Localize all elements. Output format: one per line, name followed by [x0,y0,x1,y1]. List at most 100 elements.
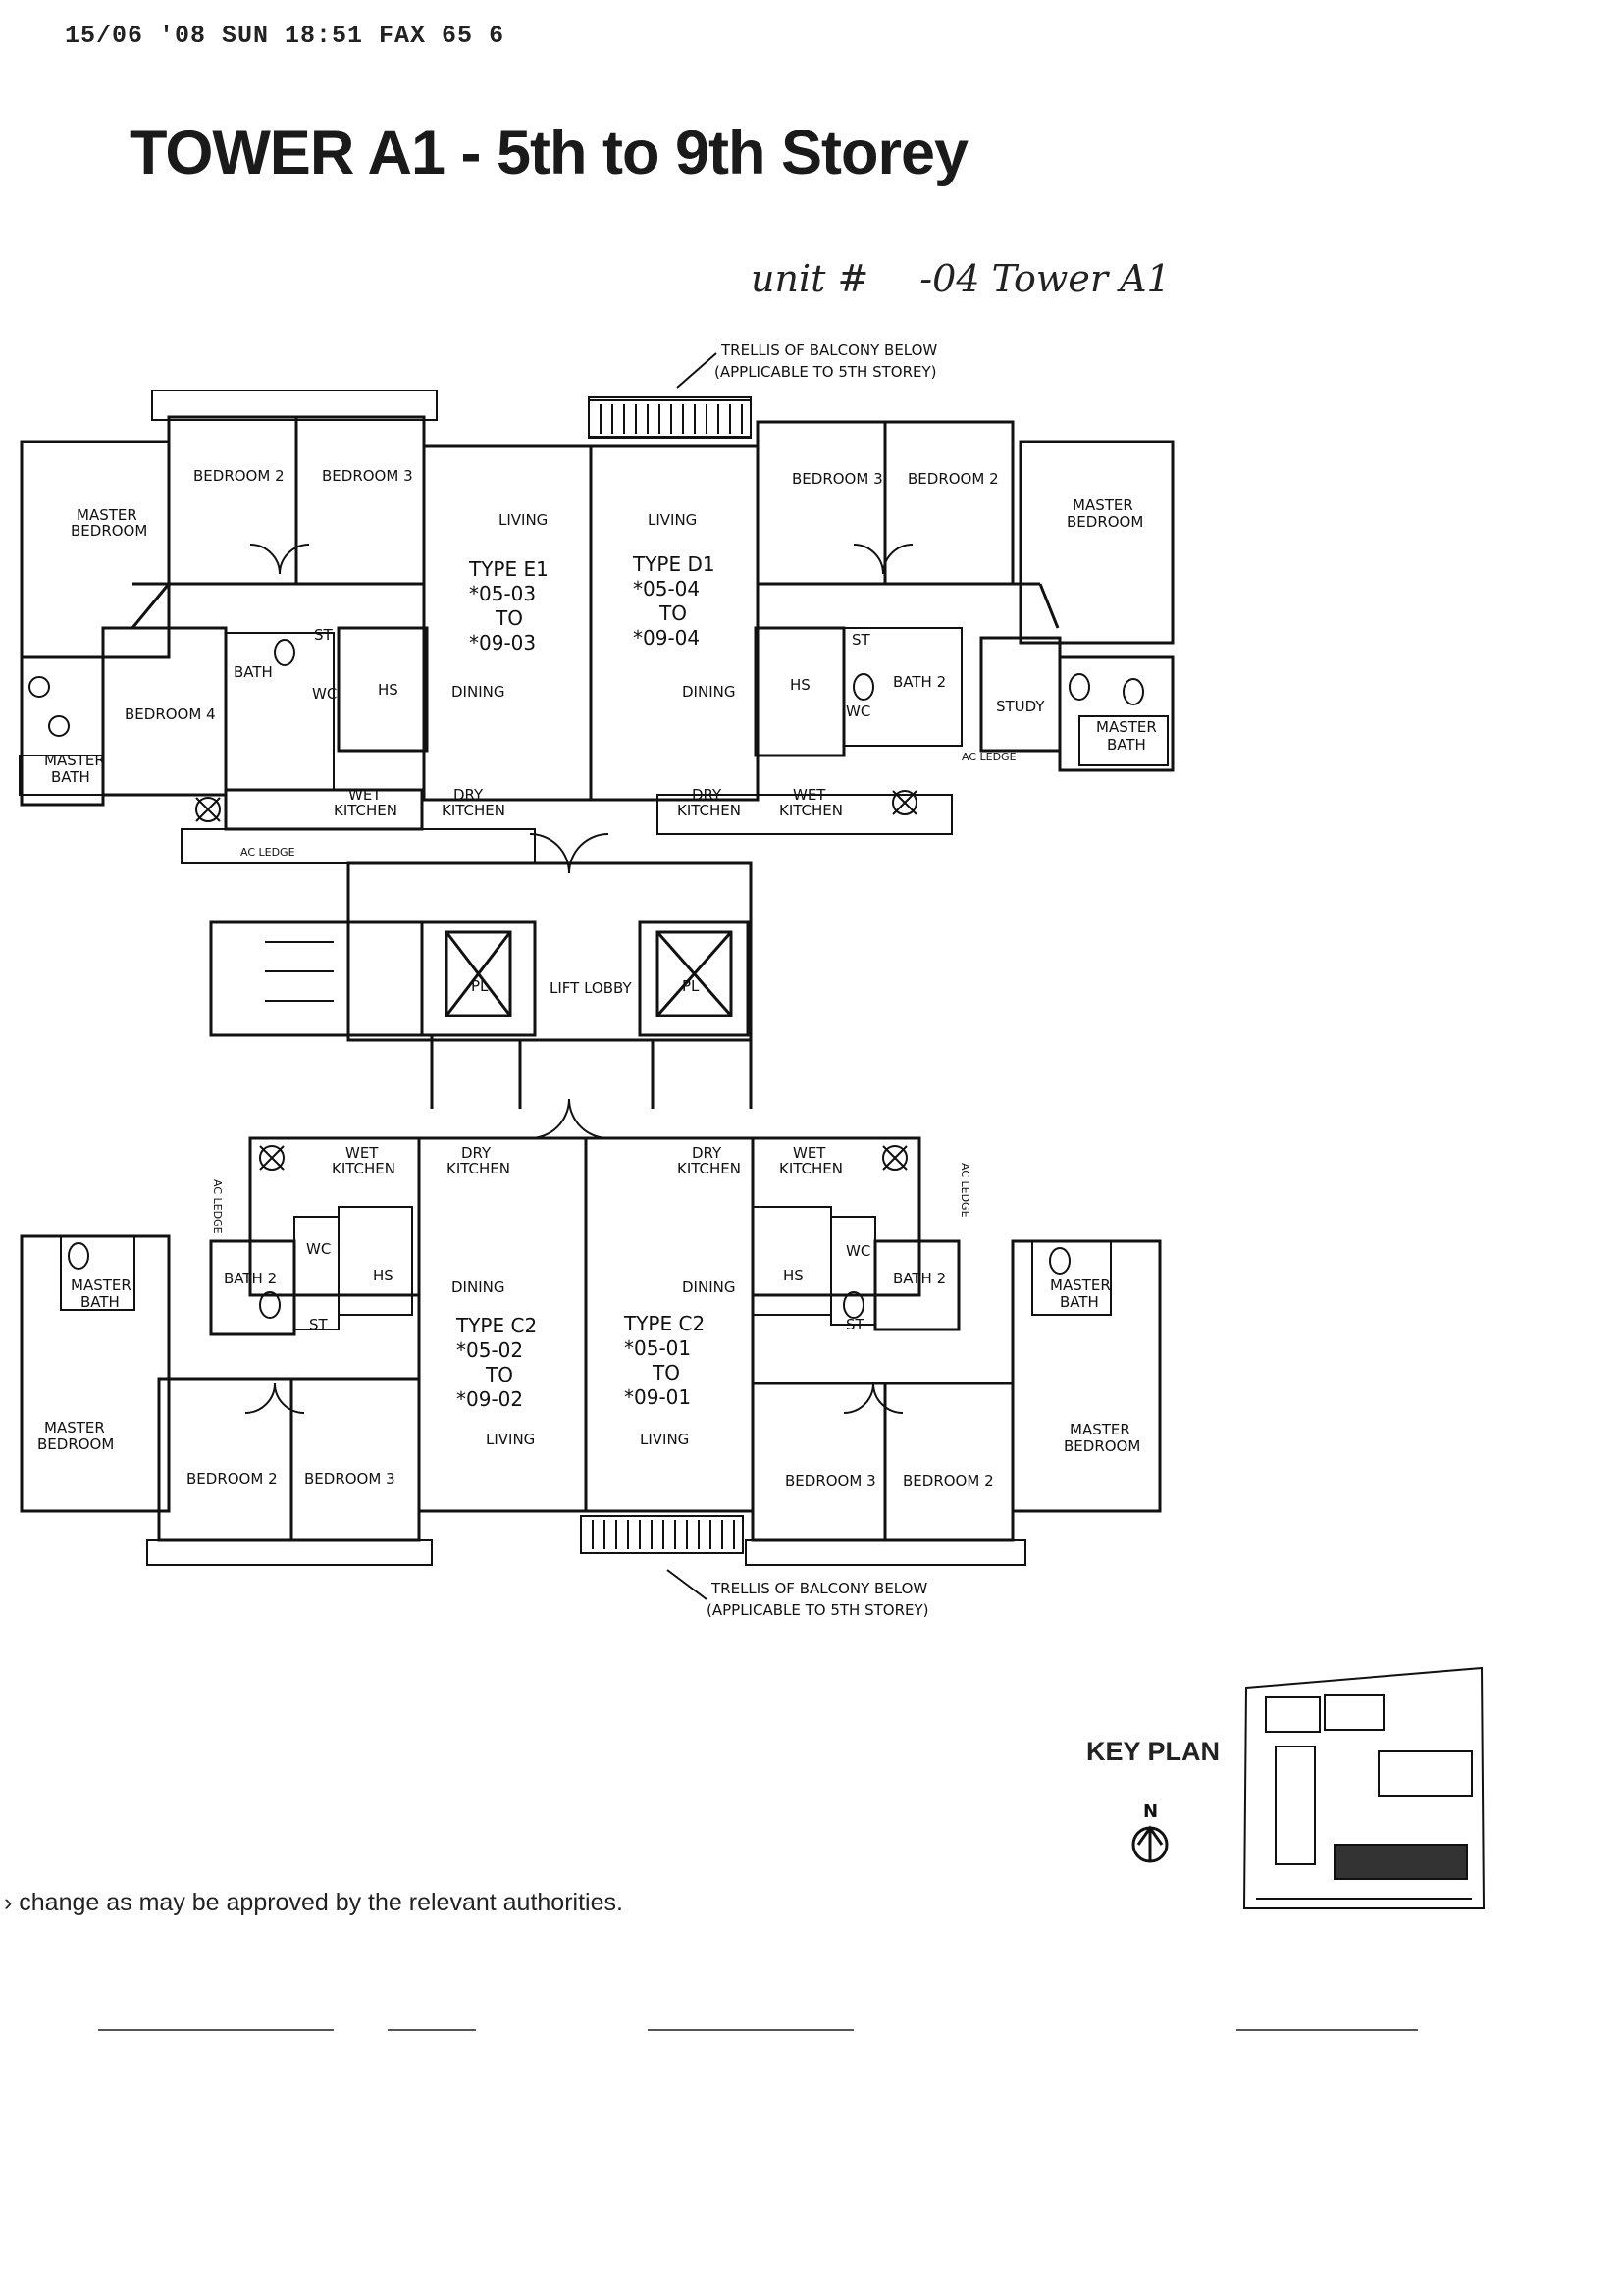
d1-hs: HS [790,676,811,694]
e1-dry-line1: DRY [453,786,484,804]
d1-to-word: TO [658,601,687,625]
trellis-hatching [580,399,752,1554]
c2-left-dry-line2: KITCHEN [446,1160,510,1177]
e1-to: *09-03 [469,631,536,654]
c2-right-master-line1: MASTER [1070,1421,1130,1438]
lift-lobby-label: LIFT LOBBY [550,979,632,997]
c2-left-to: *09-02 [456,1387,523,1411]
c2-left-master-line1: MASTER [44,1419,105,1436]
trellis-top-line2: (APPLICABLE TO 5TH STOREY) [714,363,937,381]
e1-master-line2: BEDROOM [71,522,147,540]
fixtures [28,639,1144,1319]
e1-dry-line2: KITCHEN [442,802,505,819]
e1-to-word: TO [495,606,523,630]
c2-left-dining: DINING [451,1278,504,1296]
north-arrow-icon [1131,1825,1169,1863]
c2-right-master-line2: BEDROOM [1064,1437,1140,1455]
d1-wet-line1: WET [793,786,826,804]
c2-right-bedroom2: BEDROOM 2 [903,1472,994,1489]
c2-right-to-word: TO [652,1361,680,1384]
c2-right-hs: HS [783,1267,804,1284]
c2-right-wet-line1: WET [793,1144,826,1162]
c2-left-master-line2: BEDROOM [37,1435,114,1453]
c2-left-st: ST [309,1316,329,1333]
scan-line [1236,2029,1418,2031]
key-plan-label: KEY PLAN [1086,1737,1221,1766]
trellis-bottom-line1: TRELLIS OF BALCONY BELOW [710,1580,927,1597]
c2-right-ac-ledge: AC LEDGE [959,1163,971,1218]
c2-left-living: LIVING [486,1431,535,1448]
d1-dining: DINING [682,683,735,701]
c2-left-type: TYPE C2 [455,1314,537,1337]
north-label: N [1143,1801,1158,1822]
c2-left-bedroom2: BEDROOM 2 [186,1470,278,1487]
e1-type: TYPE E1 [468,557,549,581]
unit-note-suffix: -04 Tower A1 [919,257,1171,300]
c2-left-dry-line1: DRY [461,1144,492,1162]
d1-ac-ledge: AC LEDGE [962,751,1017,763]
e1-from: *05-03 [469,582,536,605]
c2-right-type: TYPE C2 [623,1312,705,1335]
e1-dining: DINING [451,683,504,701]
page-title: TOWER A1 - 5th to 9th Storey [130,119,969,187]
c2-left-master-bath-line1: MASTER [71,1277,131,1294]
c2-right-wet-line2: KITCHEN [779,1160,843,1177]
e1-ac-ledge: AC LEDGE [240,846,295,859]
e1-bath: BATH [234,663,273,681]
unit-e1-walls [19,390,593,864]
c2-right-dining: DINING [682,1278,735,1296]
c2-right-from: *05-01 [624,1336,691,1360]
e1-master-bath-line1: MASTER [44,752,105,769]
c2-right-st: ST [846,1316,865,1333]
c2-right-master-bath-line2: BATH [1060,1293,1099,1311]
lift-right-label: PL [682,977,700,995]
e1-st: ST [314,626,334,644]
d1-bath: BATH 2 [893,673,946,691]
d1-to: *09-04 [633,626,700,650]
c2-right-dry-line2: KITCHEN [677,1160,741,1177]
unit-note-prefix: unit # [751,257,869,300]
trellis-pointers [666,352,717,1600]
c2-left-wc: WC [306,1240,331,1258]
d1-st: ST [852,631,871,649]
e1-master-bath-line2: BATH [51,768,90,786]
d1-master-line1: MASTER [1073,496,1133,514]
trellis-bottom-line2: (APPLICABLE TO 5TH STOREY) [707,1601,929,1619]
d1-bedroom3: BEDROOM 3 [792,470,883,488]
d1-dry-line1: DRY [692,786,722,804]
d1-wet-line2: KITCHEN [779,802,843,819]
c2-right-to: *09-01 [624,1385,691,1409]
d1-study: STUDY [996,698,1045,715]
c2-left-master-bath-line2: BATH [80,1293,120,1311]
c2-left-from: *05-02 [456,1338,523,1362]
c2-left-bedroom3: BEDROOM 3 [304,1470,395,1487]
unit-c2-right-walls [584,1136,1162,1566]
c2-right-bath: BATH 2 [893,1270,946,1287]
d1-dry-line2: KITCHEN [677,802,741,819]
e1-master-line1: MASTER [77,506,137,524]
c2-right-master-bath-line1: MASTER [1050,1277,1111,1294]
e1-bedroom4: BEDROOM 4 [125,705,216,723]
e1-wet-line1: WET [348,786,382,804]
e1-living: LIVING [498,511,548,529]
d1-master-line2: BEDROOM [1067,513,1143,531]
scan-line [98,2029,334,2031]
e1-bedroom2: BEDROOM 2 [193,467,285,485]
scan-line [648,2029,854,2031]
d1-wc: WC [846,703,870,720]
c2-right-living: LIVING [640,1431,689,1448]
unit-d1-walls [588,396,1175,835]
door-swings [244,544,914,1414]
d1-master-bath-line2: BATH [1107,736,1146,754]
e1-wet-line2: KITCHEN [334,802,397,819]
d1-type: TYPE D1 [632,552,715,576]
c2-left-ac-ledge: AC LEDGE [211,1179,224,1234]
d1-from: *05-04 [633,577,700,600]
scan-line [388,2029,476,2031]
key-plan-map [1242,1666,1486,1909]
c2-left-bath: BATH 2 [224,1270,277,1287]
core-walls [209,861,753,1109]
footnote: › change as may be approved by the relev… [4,1889,623,1916]
fax-header: 15/06 '08 SUN 18:51 FAX 65 6 [65,22,505,50]
